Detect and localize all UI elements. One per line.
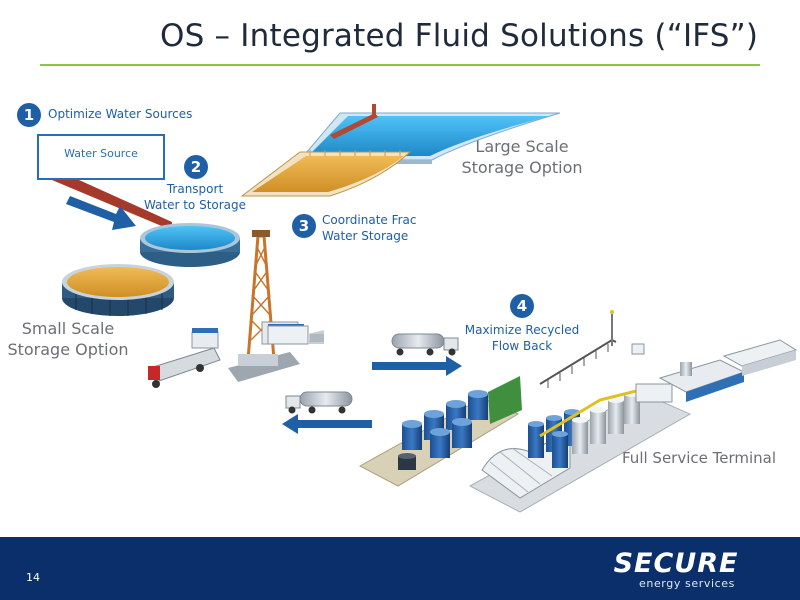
small-scale-line2: Storage Option bbox=[7, 340, 129, 359]
arrow-to-rig bbox=[282, 414, 372, 434]
large-scale-line1: Large Scale bbox=[475, 137, 569, 156]
pit-pipe bbox=[330, 104, 378, 139]
large-blue-pit bbox=[298, 112, 561, 164]
large-scale-line2: Storage Option bbox=[461, 158, 583, 177]
step-label-2: Transport Water to Storage bbox=[130, 181, 260, 213]
step-label-3-line1: Coordinate Frac bbox=[322, 213, 417, 227]
tanker-truck-right bbox=[391, 333, 459, 356]
large-sand-pit bbox=[240, 150, 412, 197]
step-label-4: Maximize Recycled Flow Back bbox=[452, 322, 592, 354]
flow-arrow-to-tank bbox=[66, 196, 136, 230]
title-rule bbox=[40, 64, 760, 66]
footer-bar: 14 SECURE energy services bbox=[0, 537, 800, 600]
terminal-pipe-rack bbox=[539, 310, 641, 438]
step-badge-1: 1 bbox=[17, 103, 41, 127]
water-source-label: Water Source bbox=[64, 147, 138, 160]
step-badge-2: 2 bbox=[184, 155, 208, 179]
sand-tank-small bbox=[62, 264, 174, 316]
step-label-1: Optimize Water Sources bbox=[48, 107, 193, 121]
tanker-truck-left bbox=[285, 391, 353, 414]
large-scale-storage-label: Large Scale Storage Option bbox=[452, 136, 592, 178]
small-scale-storage-label: Small Scale Storage Option bbox=[4, 318, 132, 360]
terminal-buildings bbox=[631, 339, 798, 403]
arrow-to-terminal bbox=[372, 356, 462, 376]
step-label-4-line2: Flow Back bbox=[491, 339, 553, 353]
water-source-box: Water Source bbox=[37, 134, 165, 180]
page-number: 14 bbox=[26, 571, 40, 584]
step-label-2-line1: Transport bbox=[166, 182, 224, 196]
step-label-3: Coordinate Frac Water Storage bbox=[322, 212, 442, 244]
water-tank-small bbox=[140, 223, 240, 267]
full-service-terminal-label: Full Service Terminal bbox=[622, 449, 777, 467]
blue-storage-tanks bbox=[398, 390, 488, 470]
slide-title: OS – Integrated Fluid Solutions (“IFS”) bbox=[160, 18, 759, 54]
step-badge-3: 3 bbox=[292, 214, 316, 238]
step-label-2-line2: Water to Storage bbox=[143, 198, 247, 212]
step-label-4-line1: Maximize Recycled bbox=[464, 323, 580, 337]
logo-wordmark: SECURE bbox=[613, 548, 739, 579]
truck-near-rig bbox=[148, 347, 221, 388]
step-badge-4: 4 bbox=[510, 294, 534, 318]
rig-support-buildings bbox=[191, 325, 324, 349]
logo-tagline: energy services bbox=[639, 577, 735, 590]
small-scale-line1: Small Scale bbox=[21, 319, 115, 338]
step-label-3-line2: Water Storage bbox=[322, 229, 409, 243]
secure-logo: SECURE energy services bbox=[591, 548, 761, 592]
